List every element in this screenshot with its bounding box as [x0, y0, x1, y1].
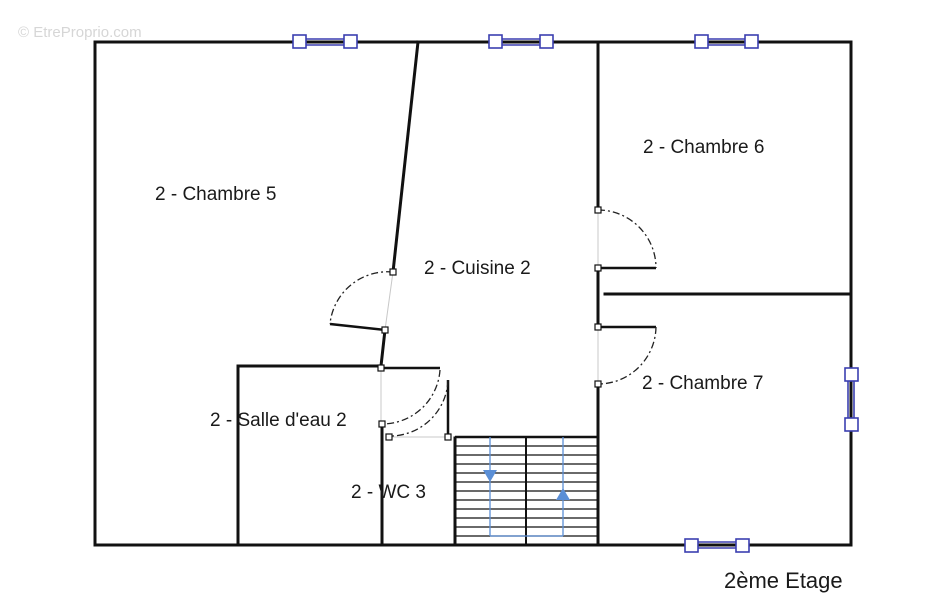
watermark: © EtreProprio.com	[18, 24, 142, 41]
wall-chambre5-slant	[391, 40, 420, 274]
room-label-salle-eau2: 2 - Salle d'eau 2	[210, 410, 347, 431]
stair-direction-arrow	[489, 437, 564, 537]
door-chambre5-leaf	[329, 322, 386, 332]
door-salle-eau-swing	[381, 369, 441, 425]
door-chambre7-swing	[597, 326, 657, 385]
room-label-chambre5: 2 - Chambre 5	[155, 184, 277, 205]
door-chambre6-swing	[597, 209, 657, 269]
room-label-chambre7: 2 - Chambre 7	[642, 373, 764, 394]
staircase	[455, 435, 598, 545]
walls	[93, 40, 853, 547]
arrow-up-icon	[556, 488, 570, 500]
floor-title: 2ème Etage	[724, 568, 843, 593]
window-chambre7-right	[844, 367, 859, 432]
door-wc-swing	[389, 379, 449, 437]
windows	[292, 34, 859, 553]
arrow-down-icon	[483, 470, 497, 482]
door-chambre5-swing	[329, 271, 394, 325]
window-chambre7-bottom	[684, 538, 750, 553]
room-label-cuisine2: 2 - Cuisine 2	[424, 258, 531, 279]
window-chambre5	[292, 34, 358, 49]
doors	[329, 206, 657, 441]
room-label-wc3: 2 - WC 3	[351, 482, 426, 503]
window-cuisine	[488, 34, 554, 49]
wall-chambre5-lower	[379, 328, 387, 368]
room-label-chambre6: 2 - Chambre 6	[643, 137, 765, 158]
window-chambre6	[694, 34, 759, 49]
